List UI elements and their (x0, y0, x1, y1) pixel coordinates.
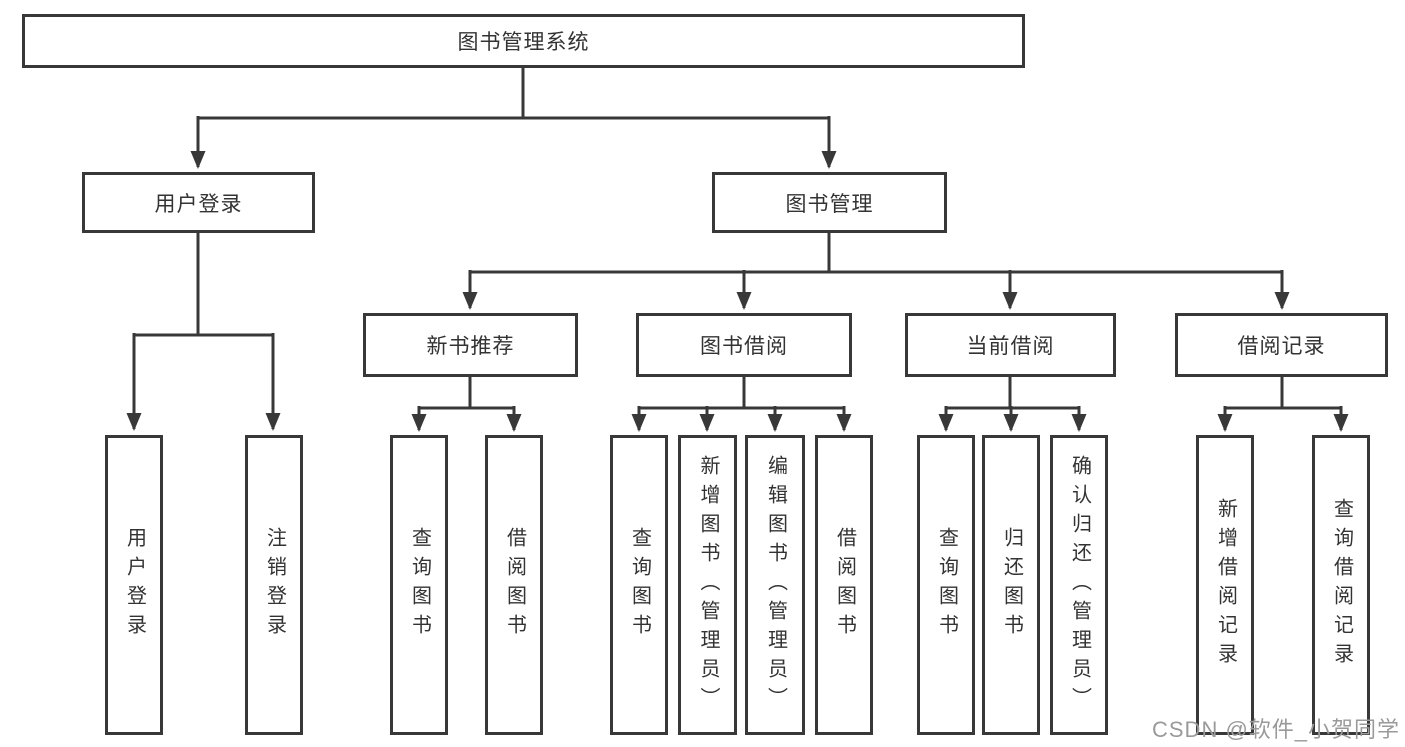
leaf-query-books-2: 查询图书 (610, 435, 668, 735)
node-borrow-records: 借阅记录 (1175, 313, 1388, 377)
node-book-management: 图书管理 (712, 172, 947, 233)
leaf-query-books-1-label: 查询图书 (408, 527, 431, 643)
leaf-confirm-return-admin: 确认归还（管理员） (1050, 435, 1108, 735)
leaf-query-books-3: 查询图书 (917, 435, 975, 735)
leaf-confirm-return-admin-label: 确认归还（管理员） (1068, 454, 1091, 716)
leaf-user-login: 用户登录 (105, 435, 163, 735)
connector-recommend-group (411, 377, 522, 432)
leaf-return-books-label: 归还图书 (1000, 527, 1023, 643)
connector-current-group (938, 377, 1087, 432)
connector-root-to-level2 (190, 68, 837, 169)
leaf-return-books: 归还图书 (982, 435, 1040, 735)
leaf-user-login-label: 用户登录 (123, 527, 146, 643)
leaf-add-books-admin: 新增图书（管理员） (678, 435, 737, 735)
connector-management-group (462, 233, 1290, 310)
connector-records-group (1217, 377, 1349, 432)
connector-login-group (126, 233, 281, 431)
leaf-borrow-books-2: 借阅图书 (815, 435, 873, 735)
leaf-borrow-books-2-label: 借阅图书 (833, 527, 856, 643)
node-user-login-label: 用户登录 (154, 192, 243, 216)
connector-borrow-group (631, 377, 852, 432)
leaf-logout-label: 注销登录 (263, 527, 286, 643)
leaf-add-borrow-record: 新增借阅记录 (1196, 435, 1254, 735)
leaf-query-books-2-label: 查询图书 (628, 527, 651, 643)
leaf-query-borrow-record: 查询借阅记录 (1312, 435, 1370, 735)
node-book-management-label: 图书管理 (785, 192, 874, 216)
node-current-borrow: 当前借阅 (905, 313, 1116, 377)
leaf-logout: 注销登录 (245, 435, 303, 735)
leaf-add-borrow-record-label: 新增借阅记录 (1214, 498, 1237, 672)
leaf-query-borrow-record-label: 查询借阅记录 (1330, 498, 1353, 672)
node-new-book-recommend-label: 新书推荐 (426, 335, 515, 358)
leaf-edit-books-admin: 编辑图书（管理员） (745, 435, 805, 735)
node-user-login: 用户登录 (82, 172, 315, 233)
leaf-query-books-3-label: 查询图书 (935, 527, 958, 643)
leaf-borrow-books-1: 借阅图书 (485, 435, 543, 735)
csdn-watermark: CSDN @软件_小贺同学 (1152, 717, 1401, 742)
node-book-borrow: 图书借阅 (636, 313, 852, 377)
node-root: 图书管理系统 (22, 14, 1025, 68)
leaf-edit-books-admin-label: 编辑图书（管理员） (764, 454, 787, 716)
node-new-book-recommend: 新书推荐 (363, 313, 578, 377)
node-book-borrow-label: 图书借阅 (700, 335, 788, 358)
leaf-query-books-1: 查询图书 (390, 435, 448, 735)
node-borrow-records-label: 借阅记录 (1237, 335, 1326, 358)
node-root-label: 图书管理系统 (457, 31, 590, 54)
leaf-add-books-admin-label: 新增图书（管理员） (697, 454, 719, 716)
node-current-borrow-label: 当前借阅 (966, 335, 1055, 358)
leaf-borrow-books-1-label: 借阅图书 (503, 527, 526, 643)
